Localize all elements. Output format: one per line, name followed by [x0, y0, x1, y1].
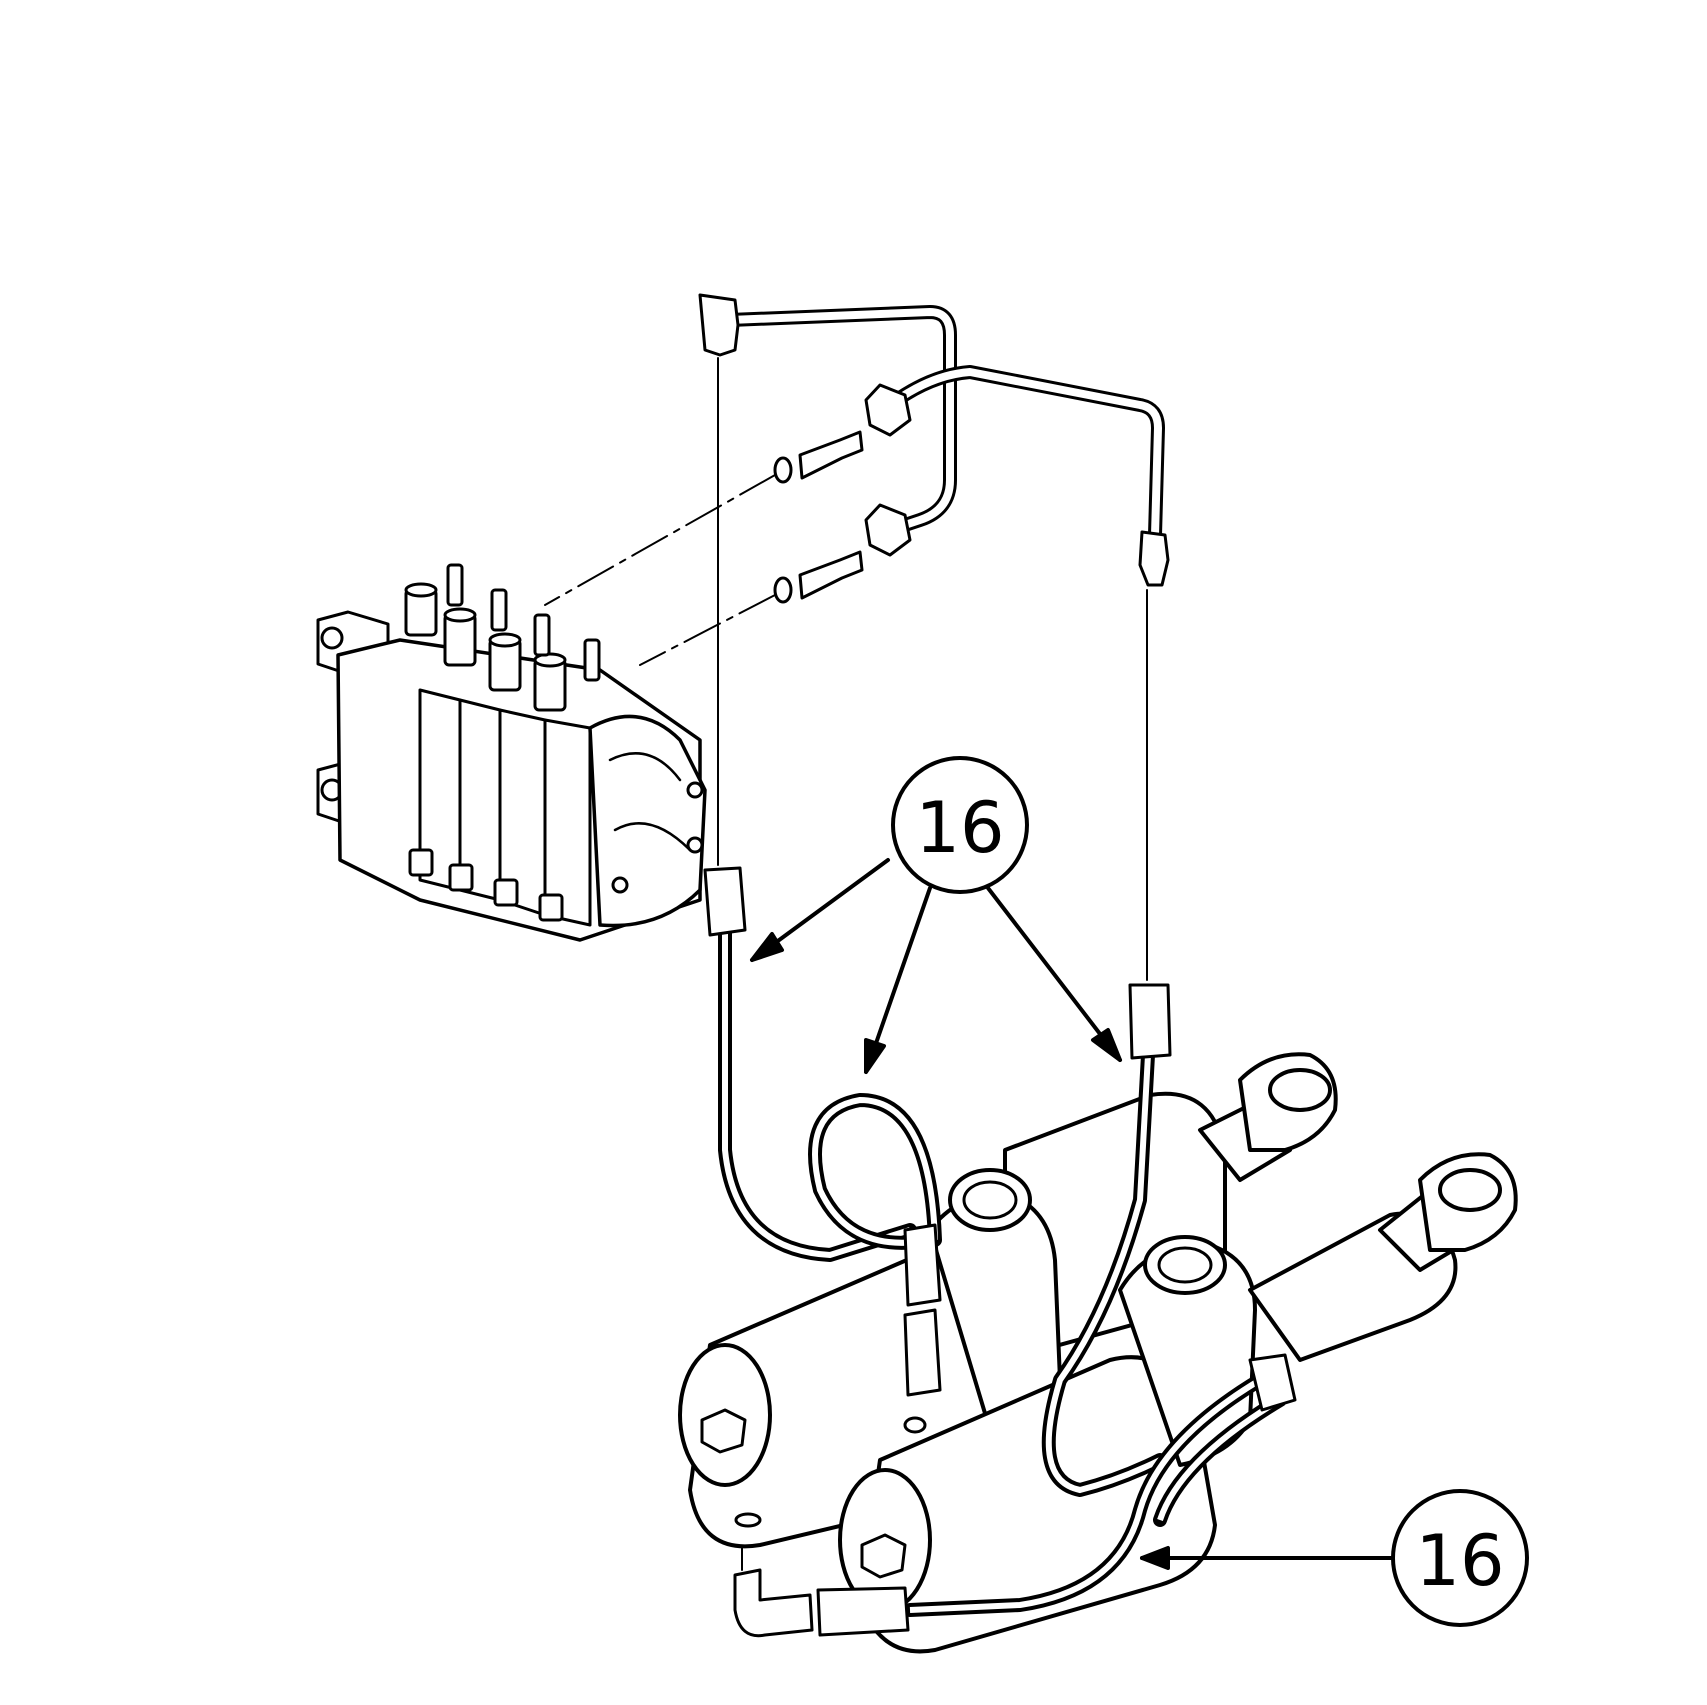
hoses — [703, 866, 1297, 1638]
callout-group-top: 16 — [750, 756, 1122, 1074]
assembly-lines — [544, 357, 1148, 1571]
rigid-pipes — [698, 293, 1170, 587]
control-valve-block — [316, 563, 707, 942]
callout-label-top: 16 — [915, 787, 1004, 869]
callout-label-bottom: 16 — [1415, 1520, 1504, 1602]
callout-circle-top — [891, 756, 1029, 894]
callout-arrows-top — [750, 858, 1122, 1074]
callout-arrow-bottom — [1140, 1546, 1395, 1570]
port-adapters — [773, 430, 864, 604]
callout-group-bottom: 16 — [1140, 1489, 1529, 1627]
